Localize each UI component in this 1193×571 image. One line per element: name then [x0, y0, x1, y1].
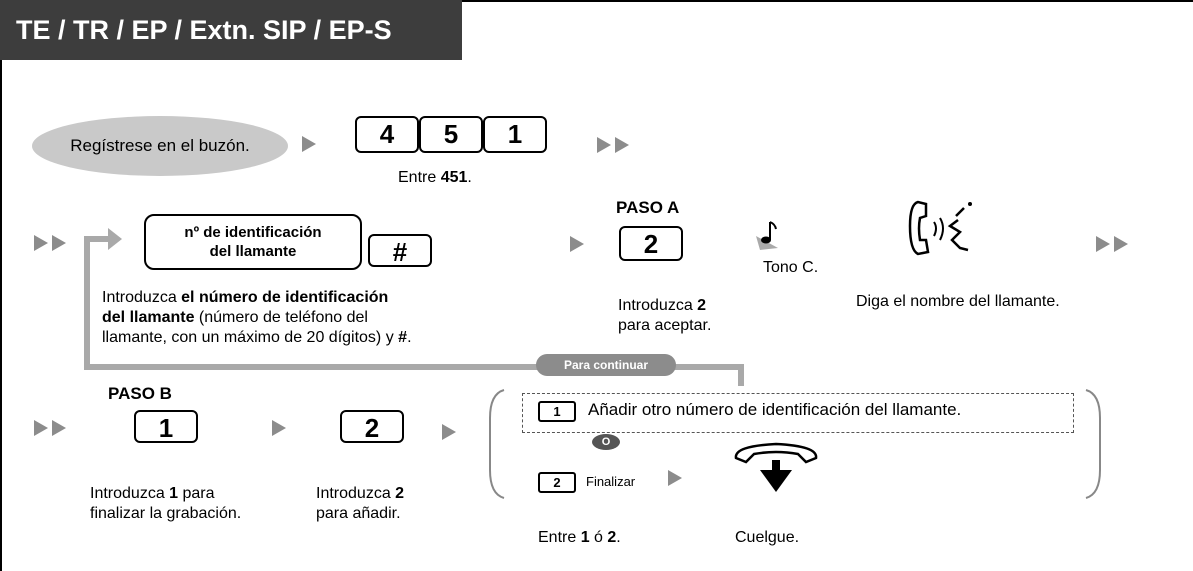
- loop-line-right: [738, 364, 744, 386]
- frame-top-border: [0, 0, 1193, 2]
- key-option-1: 1: [538, 401, 576, 422]
- tone-c-label: Tono C.: [763, 259, 819, 276]
- option-1-label: Añadir otro número de identificación del…: [588, 400, 962, 419]
- caller-id-key: nº de identificación del llamante: [144, 214, 362, 270]
- key-hash: #: [368, 234, 432, 267]
- arrow-right-icon: [272, 420, 286, 436]
- frame-left-border: [0, 0, 2, 571]
- caller-id-line2: del llamante: [209, 243, 297, 260]
- login-mailbox-oval: Regístrese en el buzón.: [32, 116, 288, 176]
- music-note-icon: [756, 221, 778, 250]
- key-step-b-2: 2: [340, 410, 404, 443]
- key-1: 1: [483, 116, 547, 153]
- hang-up-handset-icon: [734, 442, 818, 492]
- double-arrow-icon: [1096, 236, 1128, 252]
- arrow-right-icon: [570, 236, 584, 252]
- arrow-right-icon: [668, 470, 682, 486]
- arrow-right-icon: [302, 136, 316, 152]
- key-5: 5: [419, 116, 483, 153]
- step-a-label: PASO A: [616, 198, 680, 217]
- key-step-a-2: 2: [619, 226, 683, 261]
- right-bracket: [1085, 389, 1101, 499]
- speaking-handset-icon: [908, 200, 972, 256]
- option-2-label: Finalizar: [586, 474, 636, 489]
- say-name-label: Diga el nombre del llamante.: [856, 293, 1060, 310]
- enter-1-or-2-text: Entre 1 ó 2.: [538, 529, 621, 546]
- loop-arrow-icon: [108, 228, 122, 250]
- key-option-2: 2: [538, 472, 576, 493]
- hang-up-label: Cuelgue.: [735, 529, 800, 546]
- enter-451-text: Entre 451.: [398, 169, 472, 186]
- key-step-b-1: 1: [134, 410, 198, 443]
- key-4: 4: [355, 116, 419, 153]
- loop-line-bottom: [84, 364, 744, 370]
- double-arrow-icon: [34, 420, 66, 436]
- double-arrow-icon: [34, 235, 66, 251]
- caller-id-line1: nº de identificación: [184, 224, 322, 241]
- or-badge: O: [592, 434, 620, 450]
- arrow-right-icon: [442, 424, 456, 440]
- option-1-box: [522, 393, 1074, 433]
- step-b-label: PASO B: [108, 384, 172, 403]
- loop-line-vertical: [84, 236, 90, 370]
- loop-line-top: [84, 236, 114, 242]
- caller-id-description: Introduzca el número de identificación d…: [102, 289, 412, 346]
- continue-pill: Para continuar: [536, 354, 676, 376]
- left-bracket: [489, 389, 505, 499]
- page-title: TE / TR / EP / Extn. SIP / EP-S: [0, 0, 462, 60]
- double-arrow-icon: [597, 137, 629, 153]
